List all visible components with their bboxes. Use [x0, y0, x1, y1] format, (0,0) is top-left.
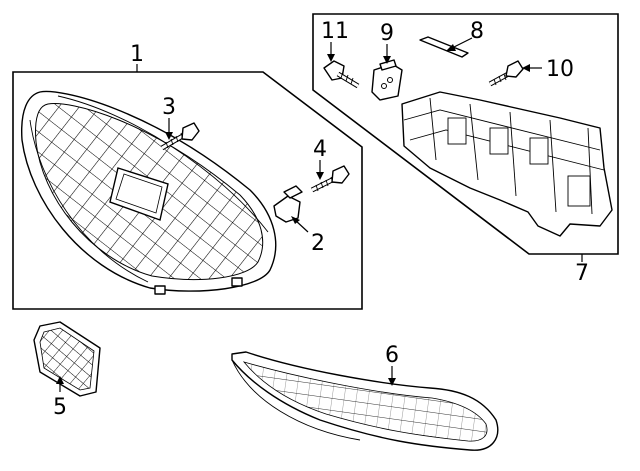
arrow-4: [316, 172, 324, 180]
arrow-10: [522, 64, 530, 72]
side-grille-insert-icon: [33, 321, 101, 397]
arrow-11: [327, 54, 335, 62]
arrow-2: [291, 216, 300, 224]
callout-labels: 1 2 3 4 5 6 7 8 9 10 11: [53, 19, 589, 420]
grille-assembly-icon: [21, 90, 277, 295]
callout-6: 6: [385, 343, 399, 368]
callout-3: 3: [162, 95, 176, 120]
callout-5: 5: [53, 395, 67, 420]
clip-2-icon: [273, 185, 303, 223]
callout-2: 2: [311, 231, 325, 256]
screw-10-icon: [488, 60, 524, 87]
grille-assembly-frame: [12, 71, 363, 310]
arrow-6: [388, 378, 396, 386]
leader-8: [451, 37, 473, 49]
callout-10: 10: [546, 57, 574, 82]
callout-7: 7: [575, 261, 589, 286]
screw-4-icon: [310, 165, 350, 193]
callout-1: 1: [130, 42, 144, 67]
arrow-5: [56, 376, 64, 384]
arrow-8: [446, 44, 456, 51]
arrow-9: [383, 56, 391, 64]
seal-strip-8-icon: [419, 36, 469, 58]
arrow-3: [165, 132, 173, 140]
support-bracket-assembly-icon: [401, 91, 613, 237]
callout-8: 8: [470, 19, 484, 44]
screw-3-icon: [160, 122, 200, 151]
callout-11: 11: [321, 19, 349, 44]
callout-4: 4: [313, 137, 327, 162]
screw-11-icon: [323, 60, 360, 89]
leader-lines: [56, 37, 583, 392]
callout-9: 9: [380, 21, 394, 46]
bracket-assembly-frame: [312, 13, 619, 255]
lower-grille-icon: [231, 351, 499, 451]
clip-9-icon: [371, 59, 403, 101]
